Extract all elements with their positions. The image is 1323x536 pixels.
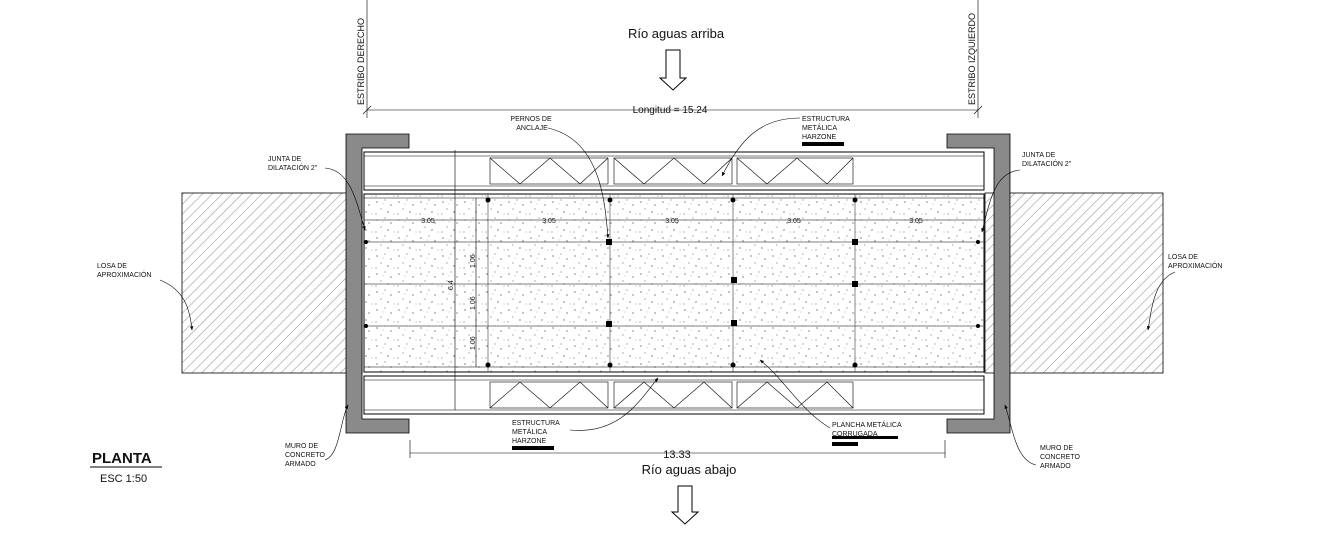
plan-title: PLANTA xyxy=(92,450,152,467)
bottom-dimension: 13.33 xyxy=(663,449,691,461)
span-dimension: 3.05 xyxy=(542,218,556,225)
estructura-bottom-label: ESTRUCTURA METÁLICA HARZONE xyxy=(512,420,561,445)
span-dimension: 3.05 xyxy=(787,218,801,225)
anchor-bolts xyxy=(364,197,980,368)
upstream-arrow-icon xyxy=(658,49,688,91)
span-dimension: 3.05 xyxy=(909,218,923,225)
steel-structure-top xyxy=(363,151,985,191)
upstream-label: Río aguas arriba xyxy=(628,26,725,41)
muro-right-label: MURO DE CONCRETO ARMADO xyxy=(1040,445,1082,470)
steel-structure-bottom xyxy=(363,375,985,415)
downstream-arrow-icon xyxy=(670,485,700,525)
abutment-right-label: ESTRIBO DERECHO xyxy=(356,18,366,105)
downstream-label: Río aguas abajo xyxy=(642,462,737,477)
abutment-left-label: ESTRIBO IZQUIERDO xyxy=(967,13,977,105)
total-width-dimension: 6.4 xyxy=(448,280,455,290)
transverse-dimension: 1.06 xyxy=(470,254,477,268)
pernos-label: PERNOS DE ANCLAJE xyxy=(510,116,553,132)
muro-left-label: MURO DE CONCRETO ARMADO xyxy=(285,443,327,468)
approach-slab-left xyxy=(181,192,363,374)
wall-left xyxy=(345,133,410,434)
junta-right-label: JUNTA DE DILATACIÓN 2" xyxy=(1022,152,1072,168)
plan-scale: ESC 1:50 xyxy=(100,473,147,485)
losa-right-label: LOSA DE APROXIMACIÓN xyxy=(1168,254,1222,270)
span-dimension: 3.05 xyxy=(421,218,435,225)
longitud-dimension: Longitud = 15.24 xyxy=(633,105,708,116)
transverse-dimension: 1.06 xyxy=(470,296,477,310)
transverse-dimension: 1.06 xyxy=(470,336,477,350)
span-dimension: 3.05 xyxy=(665,218,679,225)
plancha-label: PLANCHA METÁLICA CORRUGADA xyxy=(832,420,903,438)
approach-slab-right xyxy=(984,192,1164,374)
wall-right xyxy=(946,133,1011,434)
estructura-top-label: ESTRUCTURA METÁLICA HARZONE xyxy=(802,116,851,141)
junta-left-label: JUNTA DE DILATACIÓN 2" xyxy=(268,156,318,172)
losa-left-label: LOSA DE APROXIMACIÓN xyxy=(97,263,151,279)
deck-slab xyxy=(363,193,985,373)
